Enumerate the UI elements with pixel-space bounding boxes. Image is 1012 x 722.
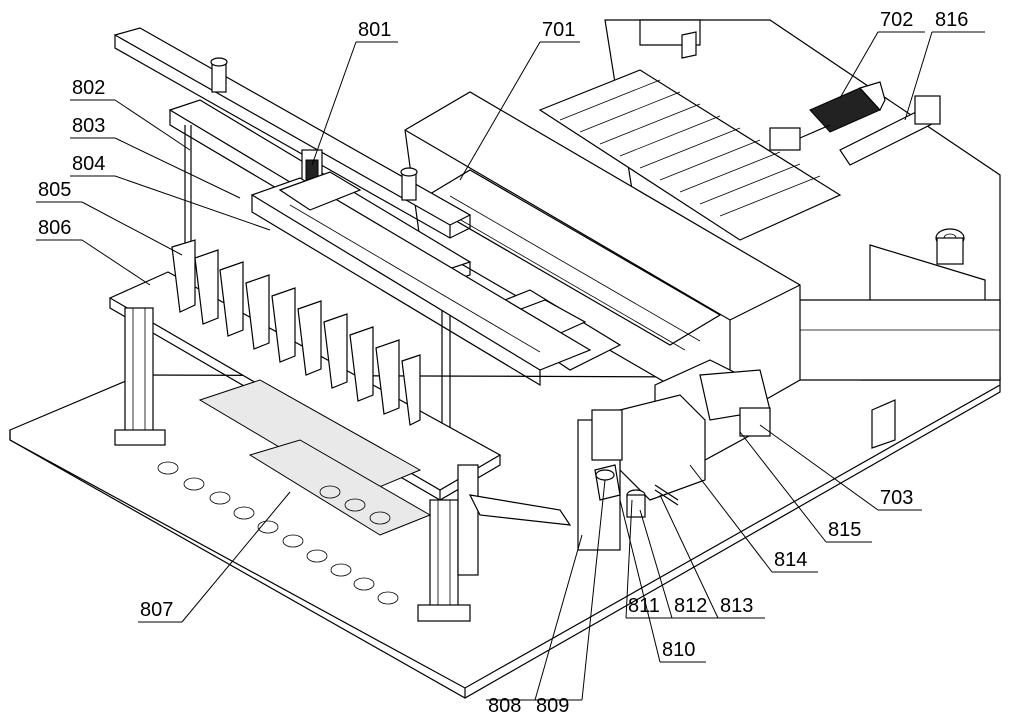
label-801: 801 [358, 19, 391, 41]
lower-mechanism [198, 379, 572, 536]
label-809: 809 [536, 695, 569, 717]
roller-set [538, 69, 842, 241]
shaft-816 [839, 95, 941, 166]
part-labels: 801 701 702 816 802 803 804 805 806 703 … [38, 9, 968, 717]
label-703: 703 [880, 487, 913, 509]
label-815: 815 [828, 519, 861, 541]
label-806: 806 [38, 217, 71, 239]
motor-702 [769, 81, 886, 151]
cylinder-unit [619, 359, 771, 501]
label-814: 814 [774, 549, 807, 571]
label-802: 802 [72, 77, 105, 99]
slide-plate [250, 171, 592, 387]
label-805: 805 [38, 179, 71, 201]
flange [935, 228, 965, 265]
label-808: 808 [488, 695, 521, 717]
clamp-fingers [171, 239, 421, 426]
base-plate-holes [157, 461, 399, 605]
label-812: 812 [674, 595, 707, 617]
label-811: 811 [628, 595, 660, 617]
label-701: 701 [542, 19, 575, 41]
label-804: 804 [72, 153, 105, 175]
label-813: 813 [720, 595, 753, 617]
side-bracket [577, 409, 679, 551]
small-brackets [681, 31, 896, 449]
leader-lines [36, 31, 985, 701]
table-legs [114, 307, 479, 622]
label-803: 803 [72, 115, 105, 137]
label-816: 816 [935, 9, 968, 31]
label-702: 702 [880, 9, 913, 31]
label-810: 810 [662, 639, 695, 661]
label-807: 807 [140, 599, 173, 621]
overhead-beam-upper [113, 27, 472, 239]
